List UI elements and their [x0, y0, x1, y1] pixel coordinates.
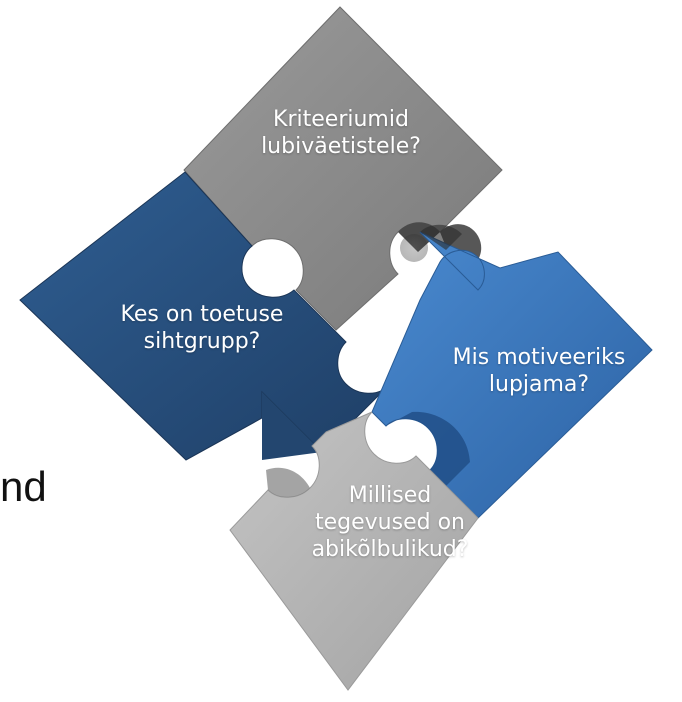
piece-label-bottom: Millised tegevused on abikõlbulikud? — [270, 482, 510, 563]
piece-top-line1: Kriteeriumid — [273, 107, 409, 132]
piece-label-top: Kriteeriumid lubiväetistele? — [236, 106, 446, 160]
puzzle-piece-right — [371, 224, 653, 519]
piece-right-line1: Mis motiveeriks — [452, 345, 626, 370]
piece-right-line2: lupjama? — [488, 372, 590, 397]
piece-top-line2: lubiväetistele? — [261, 134, 421, 159]
puzzle-piece-bottom — [229, 411, 479, 691]
puzzle-piece-left — [19, 171, 389, 461]
piece-label-left: Kes on toetuse sihtgrupp? — [82, 301, 322, 355]
interlock-shadow — [400, 234, 428, 262]
side-text-fragment: nd — [0, 463, 47, 510]
piece-left-line1: Kes on toetuse — [120, 302, 284, 327]
piece-left-line2: sihtgrupp? — [143, 329, 261, 354]
piece-bottom-line1: Millised — [348, 483, 432, 508]
piece-bottom-line2: tegevused on — [315, 510, 465, 535]
piece-bottom-line3: abikõlbulikud? — [311, 537, 469, 562]
piece-label-right: Mis motiveeriks lupjama? — [404, 344, 674, 398]
